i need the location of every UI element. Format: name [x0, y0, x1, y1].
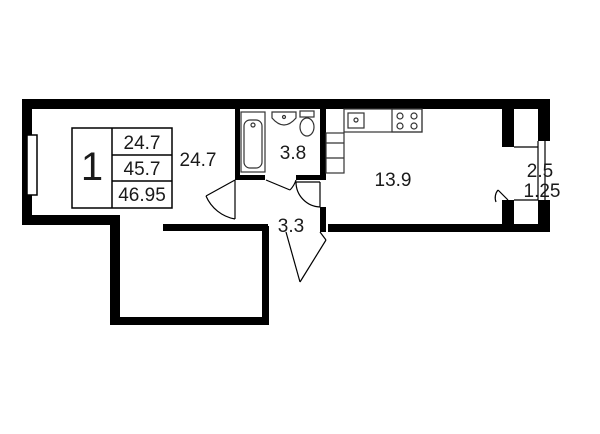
rooms-count: 1: [81, 145, 103, 189]
walls: [22, 99, 550, 325]
legend-box: 1 24.7 45.7 46.95: [71, 127, 173, 209]
kitchen-sink: [347, 112, 365, 129]
bathroom-area: 3.8: [280, 143, 306, 164]
balcony-glazing: [514, 141, 546, 201]
balcony-door: [494, 189, 509, 203]
doors: [205, 179, 327, 283]
hallway-area: 3.3: [278, 216, 304, 237]
bathtub: [240, 111, 266, 173]
washing-machine: [325, 132, 345, 174]
balcony-area-reduced: 1.25: [524, 181, 561, 202]
stove: [391, 108, 423, 133]
balcony-area: 2.5: [527, 161, 553, 182]
kitchen-area: 13.9: [375, 170, 412, 191]
total-area-value: 45.7: [124, 159, 161, 180]
total-area-with-balcony-value: 46.95: [118, 185, 166, 206]
toilet: [299, 110, 315, 137]
living-area-value: 24.7: [124, 133, 161, 154]
living-room-area: 24.7: [180, 150, 217, 171]
sink: [271, 111, 297, 126]
